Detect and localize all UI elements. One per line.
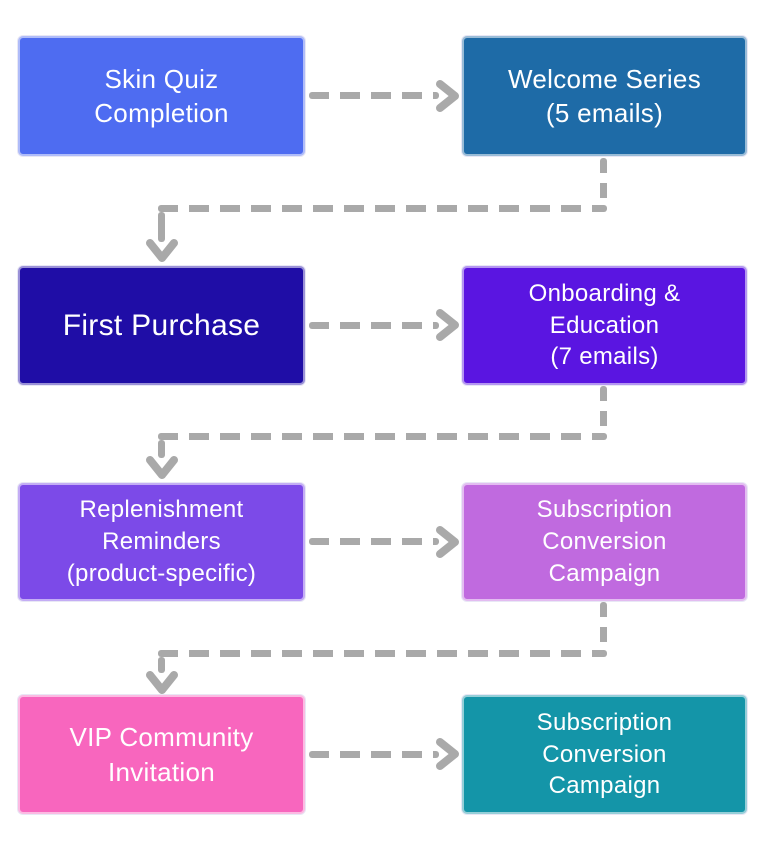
node-subscription-conversion-campaign-2: Subscription Conversion Campaign — [462, 695, 747, 814]
connector-elbow1-vertical — [600, 158, 607, 205]
connector-row3-dashed-line — [309, 538, 439, 545]
connector-elbow1-drop — [158, 212, 165, 242]
connector-elbow3-drop — [158, 657, 165, 673]
connector-elbow2-vertical — [600, 386, 607, 433]
arrow-right-icon — [436, 80, 459, 112]
node-vip-community-invitation: VIP Community Invitation — [18, 695, 305, 814]
node-skin-quiz-completion: Skin Quiz Completion — [18, 36, 305, 156]
node-replenishment-reminders: Replenishment Reminders (product-specifi… — [18, 483, 305, 601]
arrow-down-icon — [146, 671, 178, 694]
node-onboarding-education: Onboarding & Education (7 emails) — [462, 266, 747, 385]
connector-elbow3-horizontal — [158, 650, 607, 657]
connector-row2-dashed-line — [309, 322, 439, 329]
arrow-down-icon — [146, 456, 178, 479]
node-subscription-conversion-campaign-1: Subscription Conversion Campaign — [462, 483, 747, 601]
arrow-down-icon — [146, 239, 178, 262]
node-first-purchase: First Purchase — [18, 266, 305, 385]
connector-elbow3-vertical — [600, 602, 607, 650]
arrow-right-icon — [436, 526, 459, 558]
connector-elbow2-drop — [158, 440, 165, 458]
connector-elbow2-horizontal — [158, 433, 607, 440]
arrow-right-icon — [436, 309, 459, 341]
node-welcome-series: Welcome Series (5 emails) — [462, 36, 747, 156]
connector-elbow1-horizontal — [158, 205, 607, 212]
connector-row4-dashed-line — [309, 751, 439, 758]
connector-row1-dashed-line — [309, 92, 439, 99]
arrow-right-icon — [436, 738, 459, 770]
